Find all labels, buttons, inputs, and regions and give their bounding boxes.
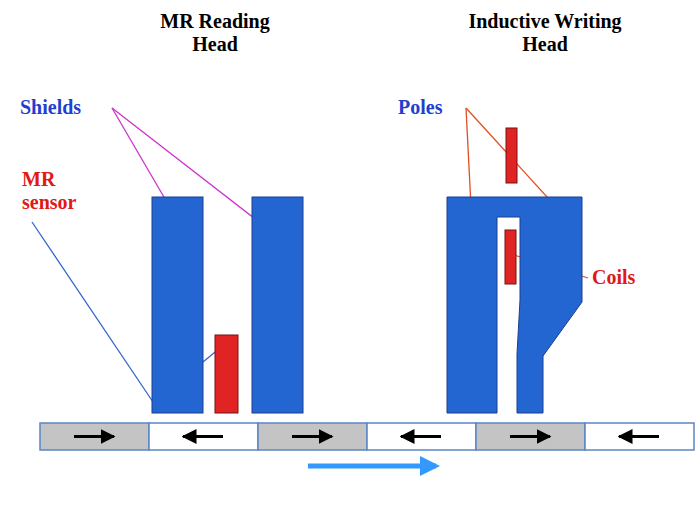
part-label: Coils [592,266,682,289]
magnetization-arrow [183,435,223,438]
part-label: Shields [20,96,120,119]
medium-cell [367,423,476,450]
medium-cell [258,423,367,450]
write-poles [447,197,582,413]
shield [252,197,303,413]
part-label: Poles [398,96,488,119]
recording-medium [40,423,694,450]
coil [505,230,516,284]
heading: MR Reading Head [140,10,290,56]
coil [506,128,517,183]
magnetization-arrow [292,435,332,438]
mr-sensor [215,335,238,413]
heading: Inductive Writing Head [455,10,635,56]
magnetization-arrow [74,435,114,438]
medium-cell [149,423,258,450]
medium-cell [40,423,149,450]
magnetization-arrow [619,435,659,438]
medium-cell [585,423,694,450]
motion-arrow [308,464,436,469]
magnetization-arrow [401,435,441,438]
medium-cell [476,423,585,450]
shield [152,197,203,413]
part-label: MR sensor [22,168,92,214]
magnetization-arrow [510,435,550,438]
leader-line [32,222,153,402]
